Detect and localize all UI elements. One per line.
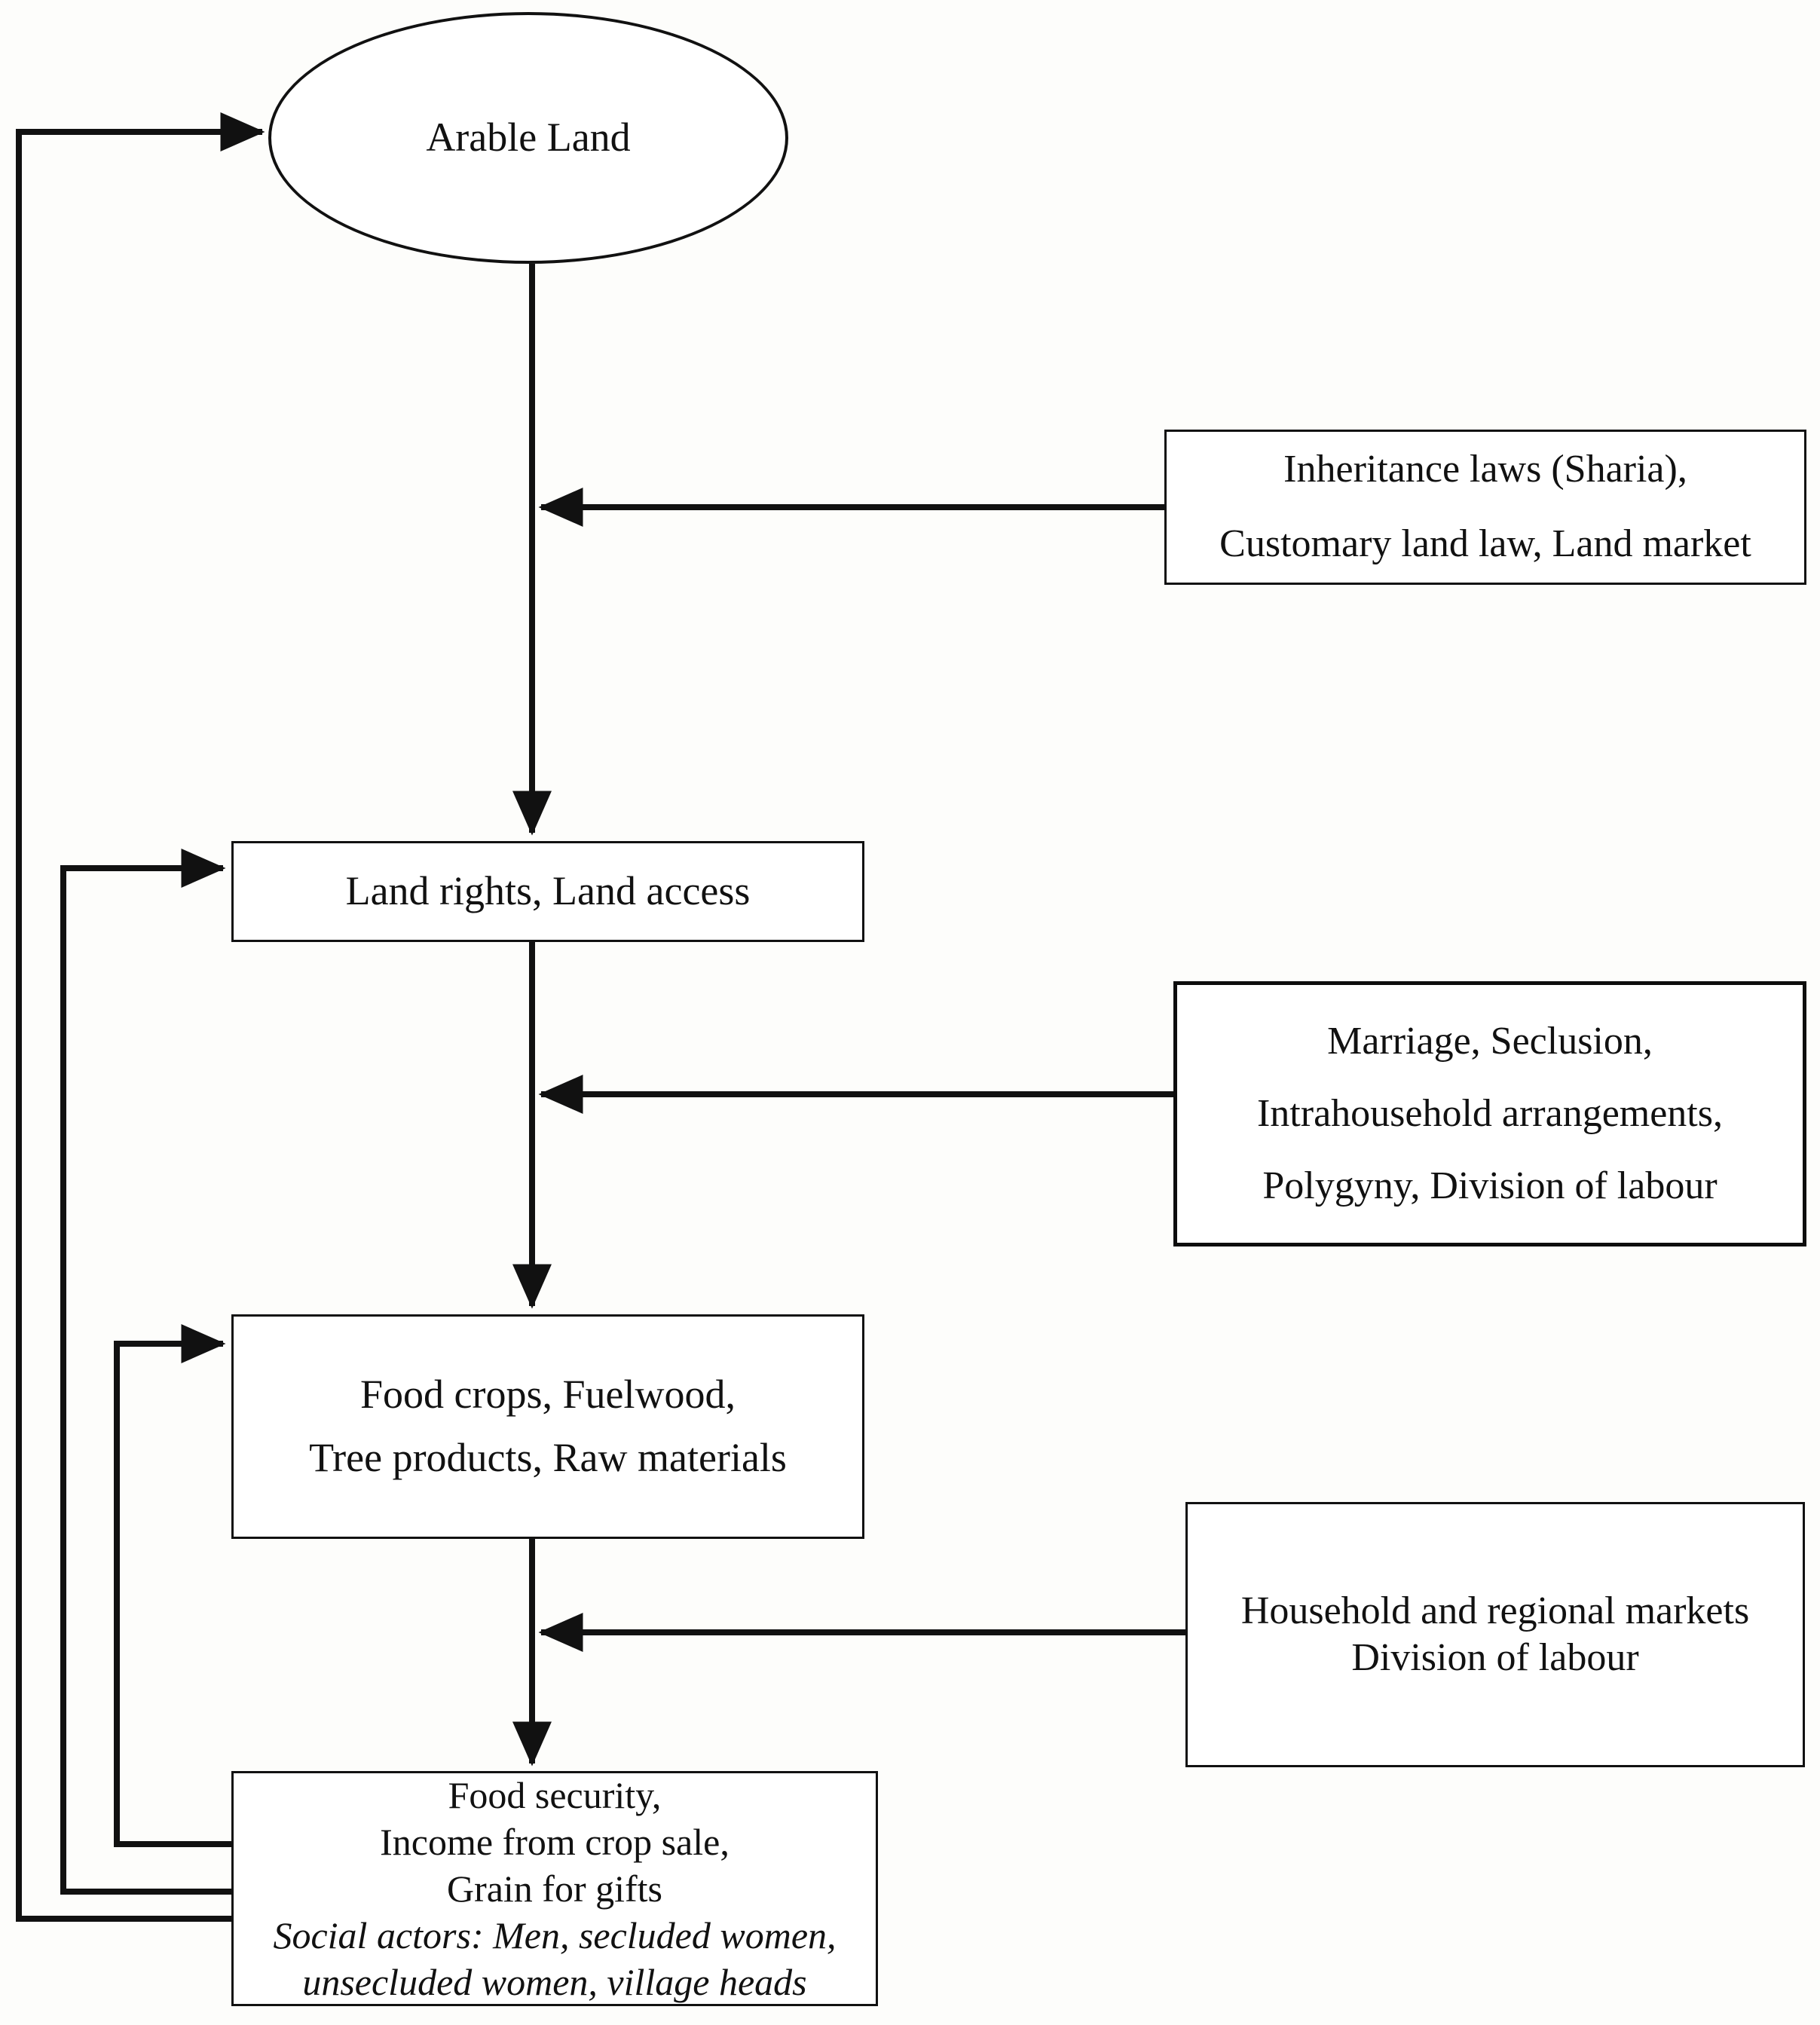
node-land-rights-line-0: Land rights, Land access: [345, 868, 751, 914]
node-arable-land-line-0: Arable Land: [426, 115, 631, 161]
edge-feedback-outcomes-to-arableland: [16, 112, 265, 1922]
node-food-security-outcomes-line-1: Income from crop sale,: [380, 1821, 730, 1863]
node-household-regional-markets-line-0: Household and regional markets: [1240, 1589, 1750, 1632]
node-land-rights[interactable]: Land rights, Land access: [231, 841, 864, 942]
edge-feedback-outcomes-to-landrights: [60, 848, 231, 1895]
node-food-crops-line-1: Tree products, Raw materials: [309, 1435, 787, 1480]
node-household-regional-markets[interactable]: Household and regional markets Division …: [1185, 1502, 1805, 1767]
node-household-regional-markets-line-1: Division of labour: [1351, 1636, 1639, 1679]
node-inheritance-laws-line-1: Customary land law, Land market: [1219, 522, 1751, 565]
node-inheritance-laws-line-0: Inheritance laws (Sharia),: [1283, 448, 1687, 491]
node-marriage-seclusion[interactable]: Marriage, Seclusion, Intrahousehold arra…: [1173, 981, 1806, 1247]
edge-feedback-outcomes-to-foodcrops: [114, 1323, 231, 1847]
node-food-security-outcomes-social-actors-line-1: unsecluded women, village heads: [302, 1961, 807, 2003]
node-marriage-seclusion-line-2: Polygyny, Division of labour: [1262, 1164, 1718, 1208]
node-inheritance-laws[interactable]: Inheritance laws (Sharia), Customary lan…: [1164, 430, 1806, 585]
node-marriage-seclusion-line-0: Marriage, Seclusion,: [1327, 1019, 1653, 1063]
node-food-crops[interactable]: Food crops, Fuelwood, Tree products, Raw…: [231, 1314, 864, 1539]
node-food-security-outcomes-line-2: Grain for gifts: [446, 1867, 663, 1910]
node-food-crops-line-0: Food crops, Fuelwood,: [360, 1372, 736, 1418]
node-food-security-outcomes-line-0: Food security,: [448, 1774, 662, 1816]
node-food-security-outcomes-social-actors-line-0: Social actors: Men, secluded women,: [273, 1914, 837, 1956]
node-arable-land[interactable]: Arable Land: [268, 12, 788, 264]
node-food-security-outcomes[interactable]: Food security, Income from crop sale, Gr…: [231, 1771, 878, 2006]
node-marriage-seclusion-line-1: Intrahousehold arrangements,: [1256, 1091, 1723, 1135]
